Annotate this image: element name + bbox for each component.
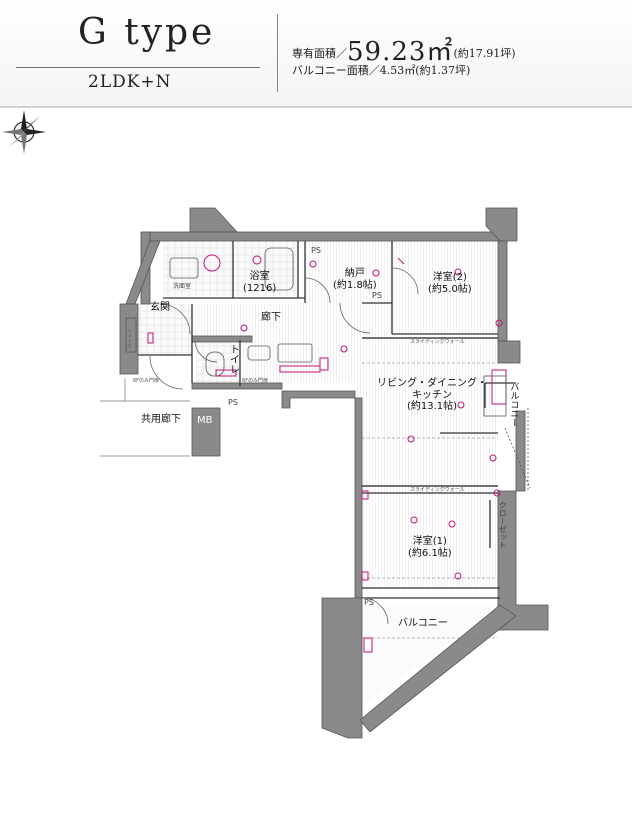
floor-areas: [138, 241, 500, 708]
label-ps-1: PS: [372, 291, 382, 300]
label-western1: 洋室(1)(約6.1帖): [408, 536, 452, 559]
balcony-side: [483, 375, 531, 491]
exclusive-area-label: 専有面積／: [292, 47, 347, 60]
ceiling-lines: [362, 362, 498, 639]
wall-top-left-block: [189, 207, 238, 233]
label-bath: 浴室(1216): [243, 271, 276, 294]
wall-mb-block: [191, 407, 221, 457]
label-common-corridor: 共用廊下: [141, 414, 181, 425]
label-shoe: シューズ: [125, 328, 132, 348]
label-bath-name: 浴室: [249, 271, 270, 282]
floor-plan: 洋室(2)(約5.0帖) 納戸(約1.8帖) 浴室(1216) 洗面室 玄関 廊…: [0, 108, 632, 833]
label-sliding-wall-2: スライディングウォール: [410, 487, 465, 493]
header: G type 2LDK+N 専有面積／59.23㎡(約17.91坪) バルコニー…: [0, 0, 632, 108]
label-sliding-wall-1: スライディングウォール: [410, 339, 465, 345]
label-storage-size: (約1.8帖): [333, 279, 377, 291]
label-western2-name: 洋室(2): [432, 272, 467, 283]
common-corridor-lines: [100, 378, 190, 457]
label-gate-6f: 6Fのみ門扉: [133, 378, 160, 384]
wall-top: [149, 231, 501, 242]
wall-left-entrance: [119, 303, 139, 375]
exclusive-area-value: 59.23㎡: [347, 37, 454, 67]
label-western2-size: (約5.0帖): [428, 283, 472, 295]
shoe-cabinet: [125, 317, 137, 353]
floor-bath: [233, 241, 298, 296]
wall-right-mid: [515, 410, 526, 492]
label-bath-size: (1216): [243, 282, 277, 294]
floor-kitchen: [240, 340, 355, 383]
exclusive-area: 専有面積／59.23㎡(約17.91坪): [292, 28, 516, 67]
label-balcony-bottom: バルコニー: [398, 618, 448, 629]
label-mb: MB: [197, 415, 213, 426]
wall-right-col: [497, 340, 521, 364]
floor-hallway: [192, 303, 392, 340]
floor-western2: [392, 241, 498, 334]
sliding-walls: [362, 337, 498, 487]
door-swings: [149, 267, 419, 625]
label-western1-size: (約6.1帖): [408, 547, 452, 559]
floor-western1: [360, 493, 500, 588]
label-hallway: 廊下: [261, 312, 281, 323]
wall-ldk-leftside: [354, 397, 363, 599]
toilet-bowl: [205, 351, 225, 377]
label-gate-6f-b: 6Fのみ門扉: [242, 378, 269, 384]
label-entrance: 玄関: [150, 302, 170, 313]
compass-rose-icon: [2, 110, 46, 154]
label-balcony-side: バルコニー: [508, 382, 519, 427]
header-divider-horizontal: [16, 67, 260, 68]
wall-mid-horizontal: [191, 335, 253, 343]
bathtub: [264, 247, 294, 291]
label-ps-4: PS: [364, 598, 374, 607]
wall-ldk-left: [281, 390, 356, 409]
floor-ldk: [355, 340, 498, 493]
label-ldk-name2: キッチン: [412, 389, 452, 401]
floor-entrance: [138, 304, 192, 355]
fixtures: [125, 247, 313, 377]
floor-plan-drawing: [100, 207, 549, 739]
balcony-area: バルコニー面積／4.53㎡(約1.37坪): [292, 64, 471, 77]
label-closet: クローゼット: [498, 501, 508, 549]
label-ps-3: PS: [228, 398, 238, 407]
washbasin: [169, 257, 199, 279]
floor-balcony-bottom: [360, 605, 500, 708]
label-storage: 納戸(約1.8帖): [333, 268, 377, 291]
label-western1-name: 洋室(1): [412, 536, 447, 547]
label-ps-2: PS: [311, 246, 321, 255]
kitchen-counter: [277, 343, 313, 363]
label-western2: 洋室(2)(約5.0帖): [428, 272, 472, 295]
label-ldk-size: (約13.1帖): [406, 401, 458, 412]
type-title: G type: [78, 12, 216, 53]
walls: [119, 207, 549, 739]
kitchen-sink: [247, 345, 271, 361]
layout-label: 2LDK+N: [88, 72, 172, 92]
label-washroom: 洗面室: [173, 283, 192, 290]
wall-bottom-diag: [359, 604, 517, 733]
label-ldk: リビング・ダイニング・キッチン(約13.1帖): [377, 378, 487, 413]
exclusive-area-tsubo: (約17.91坪): [453, 47, 516, 60]
wall-bottom-left: [321, 597, 363, 739]
floor-toilet: [196, 340, 240, 386]
label-ldk-name: リビング・ダイニング・: [377, 378, 487, 389]
label-toilet: トイレ: [227, 344, 239, 374]
floor-storage: [305, 241, 392, 303]
wall-hall-bottom: [191, 382, 283, 390]
interior-lines: [138, 241, 516, 599]
header-divider-vertical: [277, 14, 278, 92]
wall-top-right-block: [485, 207, 518, 242]
label-storage-name: 納戸: [344, 268, 365, 279]
